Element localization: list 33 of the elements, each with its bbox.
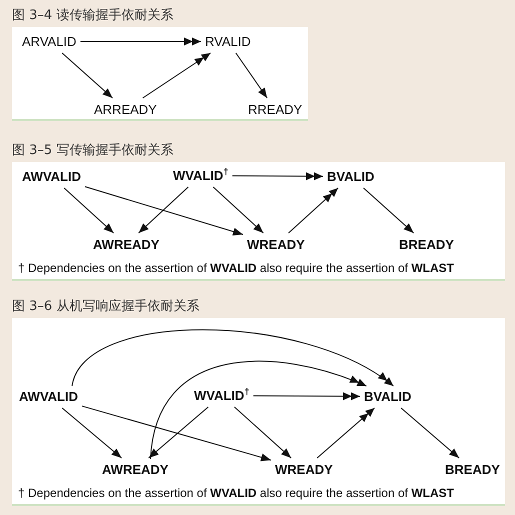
signal-label: BVALID [327, 169, 374, 184]
arrow [62, 408, 122, 458]
arrow [148, 406, 209, 458]
signal-label: ARVALID [22, 34, 76, 49]
signal-label: RREADY [248, 102, 302, 117]
signal-label: AWVALID [19, 389, 78, 404]
arrow [212, 186, 264, 234]
footnote: † Dependencies on the assertion of WVALID also require the assertion of WLAST [18, 261, 455, 275]
arrow [234, 406, 292, 458]
arrow [400, 408, 460, 458]
figure-title: 图 3–5 写传输握手依耐关系 [12, 142, 174, 159]
figure-title: 图 3–4 读传输握手依耐关系 [12, 7, 174, 24]
signal-label: AWREADY [102, 462, 168, 477]
signal-label: WREADY [247, 237, 305, 252]
arrow [138, 186, 189, 234]
signal-label: ARREADY [94, 102, 157, 117]
signal-label: BREADY [445, 462, 500, 477]
signal-label: WVALID$^{†}$ [194, 388, 250, 403]
arrow [84, 186, 244, 236]
signal-label: WREADY [275, 462, 333, 477]
signal-label: BREADY [399, 237, 454, 252]
arrow [64, 188, 114, 234]
arrow [81, 406, 272, 462]
signal-label: RVALID [205, 34, 251, 49]
arrow [235, 52, 268, 98]
signal-label: WVALID$^{†}$ [173, 168, 228, 183]
signal-label: BVALID [364, 389, 412, 404]
signal-label: AWVALID [22, 169, 81, 184]
signal-label: AWREADY [93, 237, 160, 252]
figure-title: 图 3–6 从机写响应握手依耐关系 [12, 298, 200, 315]
arrow [62, 52, 114, 98]
arrow [363, 188, 414, 234]
footnote: † Dependencies on the assertion of WVALID also require the assertion of WLAST [18, 486, 455, 500]
